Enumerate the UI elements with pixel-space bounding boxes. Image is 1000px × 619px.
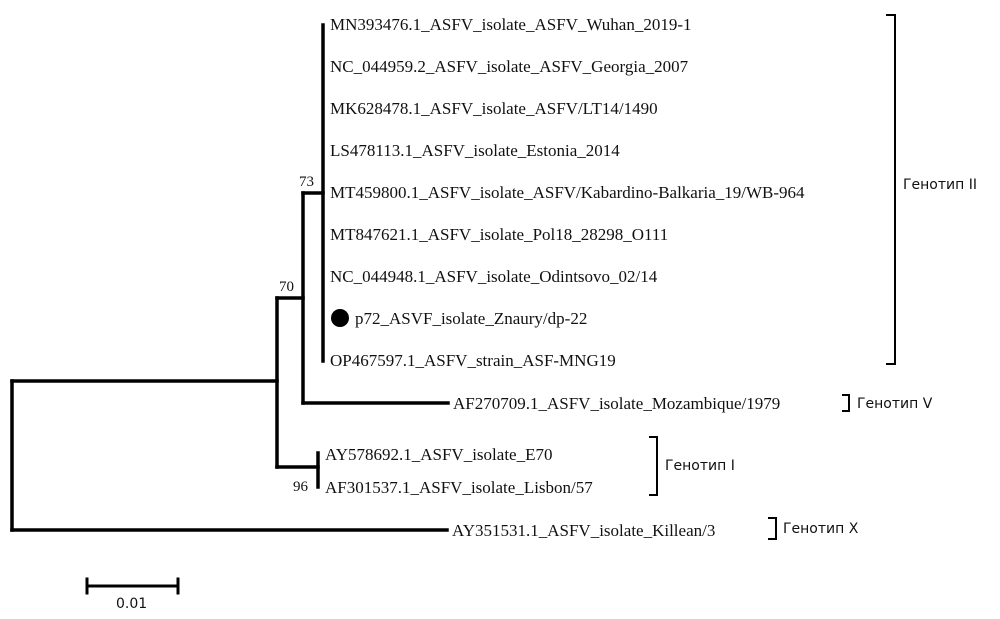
genotype-ii-label: Генотип II (903, 177, 977, 193)
taxon-label: MK628478.1_ASFV_isolate_ASFV/LT14/1490 (330, 99, 658, 118)
genotype-ii-bracket (886, 14, 896, 365)
genotype-v-label: Генотип V (857, 396, 933, 412)
taxon-label: NC_044948.1_ASFV_isolate_Odintsovo_02/14 (330, 267, 658, 286)
bootstrap-value: 70 (279, 279, 294, 295)
taxon-label: OP467597.1_ASFV_strain_ASF-MNG19 (330, 351, 616, 370)
bootstrap-value: 73 (299, 174, 314, 190)
highlight-circle-icon (331, 309, 349, 327)
taxon-label-genotype-v: AF270709.1_ASFV_isolate_Mozambique/1979 (453, 394, 780, 413)
bootstrap-value: 96 (293, 479, 309, 495)
genotype-x-bracket (768, 517, 777, 540)
taxon-label-highlighted: p72_ASVF_isolate_Znaury/dp-22 (355, 309, 587, 328)
scale-bar-label: 0.01 (116, 596, 147, 612)
taxon-label: MT459800.1_ASFV_isolate_ASFV/Kabardino-B… (330, 183, 805, 202)
scale-bar (85, 577, 180, 595)
taxon-label-genotype-x: AY351531.1_ASFV_isolate_Killean/3 (452, 521, 715, 540)
taxon-label: NC_044959.2_ASFV_isolate_ASFV_Georgia_20… (330, 57, 689, 76)
genotype-v-bracket (842, 394, 850, 412)
genotype-ii-taxa: MN393476.1_ASFV_isolate_ASFV_Wuhan_2019-… (330, 15, 805, 370)
genotype-i-label: Генотип I (665, 458, 735, 474)
taxon-label: LS478113.1_ASFV_isolate_Estonia_2014 (330, 141, 620, 160)
taxon-label: AY578692.1_ASFV_isolate_E70 (325, 445, 552, 464)
genotype-i-bracket (649, 436, 658, 496)
genotype-x-label: Генотип X (783, 521, 859, 537)
taxon-label: MT847621.1_ASFV_isolate_Pol18_28298_O111 (330, 225, 668, 244)
tree-branches (10, 23, 450, 532)
taxon-label: MN393476.1_ASFV_isolate_ASFV_Wuhan_2019-… (330, 15, 692, 34)
taxon-label: AF301537.1_ASFV_isolate_Lisbon/57 (325, 478, 593, 497)
